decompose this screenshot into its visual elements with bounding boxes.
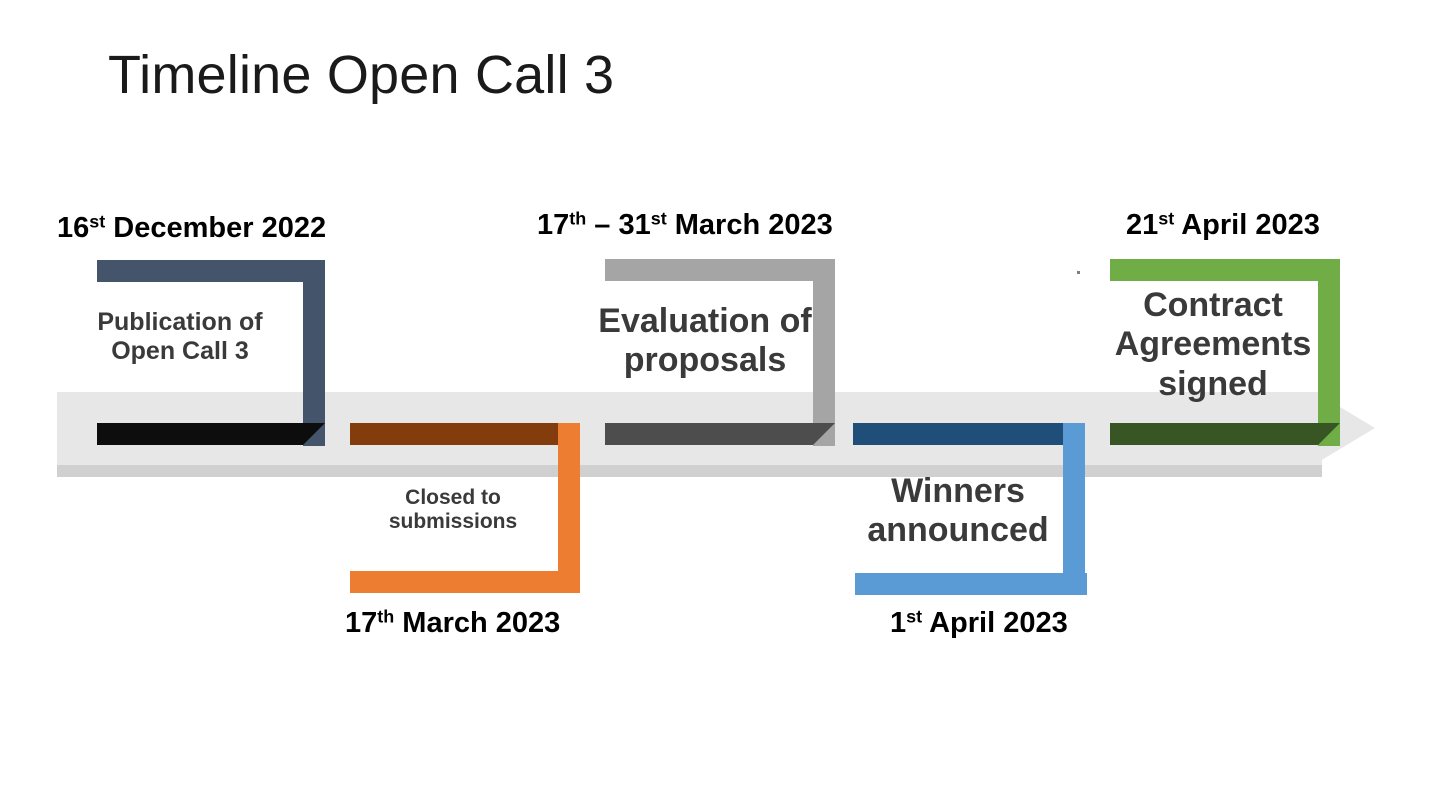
stray-dot-artifact	[1077, 271, 1080, 274]
bracket-top-fill	[97, 260, 325, 282]
milestone-label-winners-announced: Winners announced	[867, 472, 1049, 550]
milestone-bracket-top-publication	[97, 260, 325, 282]
milestone-timeline-bar-closed-submissions	[350, 423, 580, 445]
timeline-bar-fill	[97, 423, 303, 445]
timeline-bar-fill	[853, 423, 1063, 445]
milestone-stem-contract-agreements	[1318, 259, 1340, 446]
milestone-timeline-bar-publication	[97, 423, 325, 445]
milestone-date-evaluation: 17th – 31st March 2023	[537, 208, 833, 241]
milestone-stem-closed-submissions	[558, 423, 580, 593]
milestone-date-winners-announced: 1st April 2023	[890, 606, 1068, 639]
milestone-date-closed-submissions: 17th March 2023	[345, 606, 561, 639]
bracket-top-fill	[1110, 259, 1340, 281]
timeline-band-shadow	[57, 465, 1322, 477]
milestone-stem-winners-announced	[1063, 423, 1085, 595]
milestone-timeline-bar-winners-announced	[853, 423, 1085, 445]
timeline-bar-bevel	[1318, 423, 1340, 445]
timeline-bar-bevel	[303, 423, 325, 445]
milestone-bracket-bottom-winners-announced	[855, 573, 1087, 595]
milestone-label-publication: Publication of Open Call 3	[97, 308, 263, 365]
milestone-timeline-bar-contract-agreements	[1110, 423, 1340, 445]
timeline-bar-bevel	[813, 423, 835, 445]
milestone-timeline-bar-evaluation	[605, 423, 835, 445]
milestone-stem-publication	[303, 260, 325, 446]
bracket-top-fill	[605, 259, 835, 281]
milestone-stem-evaluation	[813, 259, 835, 446]
milestone-label-evaluation: Evaluation of proposals	[598, 302, 812, 380]
milestone-bracket-top-evaluation	[605, 259, 835, 281]
milestone-label-contract-agreements: Contract Agreements signed	[1114, 286, 1312, 403]
milestone-date-contract-agreements: 21st April 2023	[1126, 208, 1320, 241]
milestone-label-closed-submissions: Closed to submissions	[388, 486, 518, 534]
milestone-date-publication: 16st December 2022	[57, 211, 327, 244]
timeline-bar-fill	[1110, 423, 1318, 445]
milestone-bracket-bottom-closed-submissions	[350, 571, 580, 593]
page-title: Timeline Open Call 3	[108, 45, 615, 105]
milestone-bracket-top-contract-agreements	[1110, 259, 1340, 281]
timeline-bar-fill	[605, 423, 813, 445]
timeline-bar-fill	[350, 423, 558, 445]
